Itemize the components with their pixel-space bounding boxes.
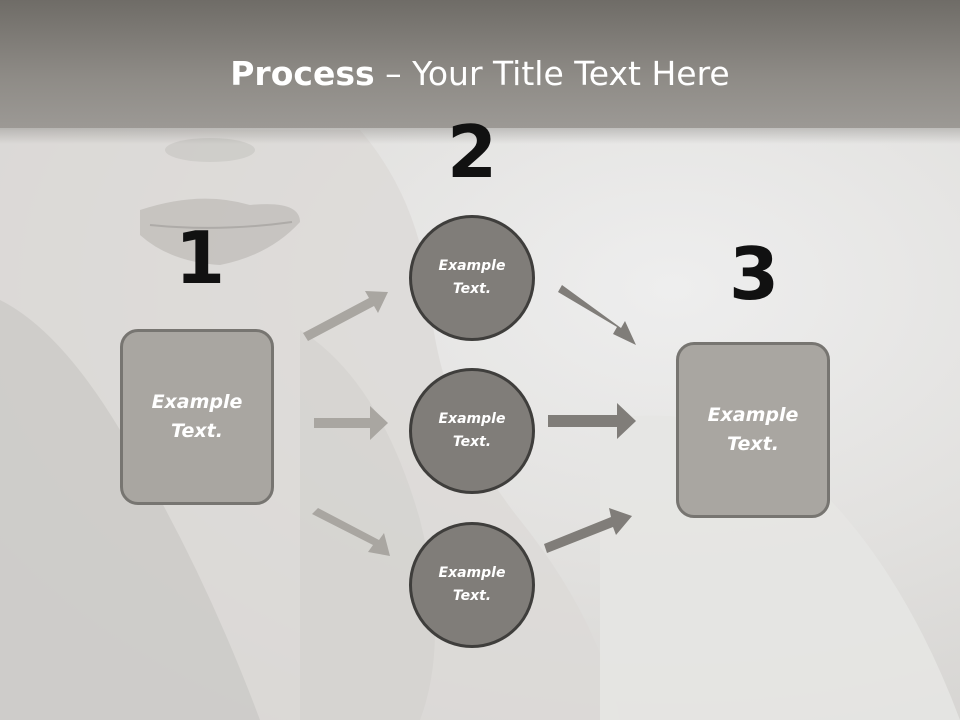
step-number-2: 2 bbox=[446, 110, 498, 194]
step2-text-middle: Example Text. bbox=[438, 411, 506, 450]
step2-circle-middle: Example Text. bbox=[409, 368, 535, 494]
step1-text: Example Text. bbox=[151, 391, 243, 442]
arrow-step1-to-bottom bbox=[312, 508, 390, 556]
arrow-top-to-step3 bbox=[558, 285, 636, 345]
step3-box: Example Text. bbox=[676, 342, 830, 518]
arrow-step1-to-middle bbox=[314, 406, 388, 440]
title-bar-shadow bbox=[0, 128, 960, 144]
step-number-1: 1 bbox=[174, 216, 226, 300]
step2-circle-top: Example Text. bbox=[409, 215, 535, 341]
arrow-step1-to-top bbox=[303, 291, 388, 341]
arrow-middle-to-step3 bbox=[548, 403, 636, 439]
slide-title: Process – Your Title Text Here bbox=[0, 50, 960, 98]
step2-circle-bottom: Example Text. bbox=[409, 522, 535, 648]
title-bold: Process bbox=[230, 54, 375, 93]
step1-box: Example Text. bbox=[120, 329, 274, 505]
title-bar bbox=[0, 0, 960, 128]
step2-text-top: Example Text. bbox=[438, 258, 506, 297]
title-rest: – Your Title Text Here bbox=[374, 54, 730, 93]
step-number-3: 3 bbox=[728, 232, 780, 316]
step2-text-bottom: Example Text. bbox=[438, 565, 506, 604]
step3-text: Example Text. bbox=[707, 404, 799, 455]
arrow-bottom-to-step3 bbox=[544, 508, 632, 553]
